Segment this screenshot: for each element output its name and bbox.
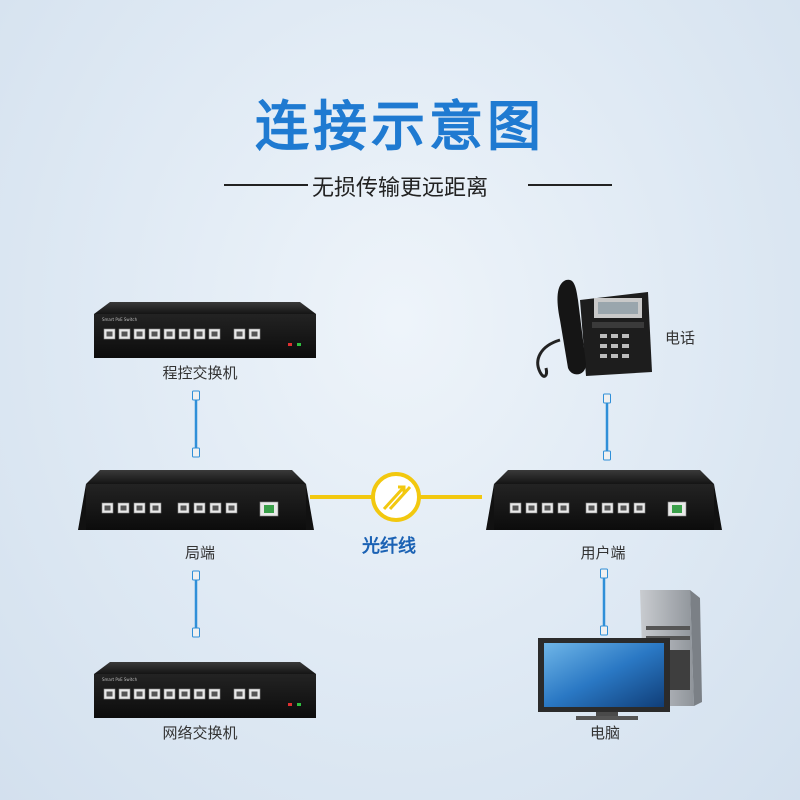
- exchange-switch-label: 程控交换机: [162, 364, 238, 382]
- subtitle: 无损传输更远距离: [311, 176, 488, 201]
- fiber-label: 光纤线: [362, 536, 416, 557]
- computer-icon: [538, 590, 702, 720]
- local-end-label: 局端: [184, 544, 215, 562]
- cable-user-to-computer: [599, 567, 609, 637]
- subtitle-row: 无损传输更远距离: [0, 170, 800, 201]
- network-switch-ports: [103, 688, 261, 700]
- cable-exchange-to-local: [191, 389, 201, 459]
- cable-phone-to-user: [602, 392, 612, 462]
- user-end-device: [486, 470, 722, 530]
- local-end-device: [78, 470, 314, 530]
- network-switch-label: 网络交换机: [162, 724, 238, 742]
- page-title: 连接示意图: [255, 95, 545, 158]
- network-switch: Smart PoE Switch: [94, 662, 316, 718]
- exchange-switch-ports: [103, 328, 261, 340]
- telephone-icon: [536, 279, 652, 378]
- cable-local-to-network: [191, 569, 201, 639]
- network-switch-panel-text: Smart PoE Switch: [102, 677, 138, 682]
- computer-label: 电脑: [589, 724, 620, 742]
- subtitle-line-left: [224, 184, 308, 186]
- exchange-switch-panel-text: Smart PoE Switch: [102, 317, 138, 322]
- fiber-link: [310, 472, 482, 522]
- subtitle-line-right: [528, 184, 612, 186]
- exchange-switch: Smart PoE Switch: [94, 302, 316, 358]
- telephone-label: 电话: [664, 329, 695, 347]
- user-end-label: 用户端: [580, 544, 626, 562]
